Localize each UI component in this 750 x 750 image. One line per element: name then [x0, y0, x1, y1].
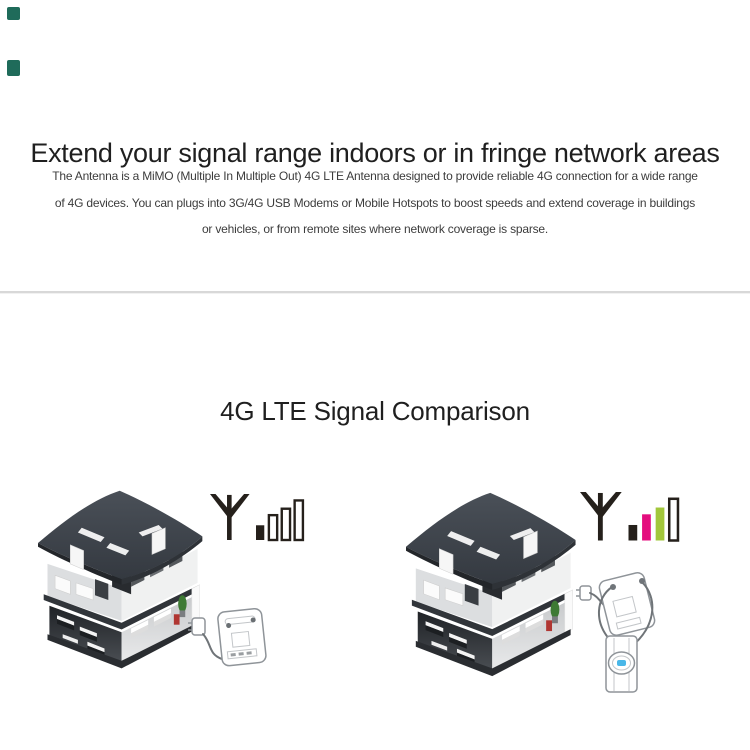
- hero-description-line: of 4G devices. You can plugs into 3G/4G …: [54, 195, 696, 210]
- strong-signal-icon: [580, 492, 680, 542]
- antenna-cable: [631, 581, 654, 647]
- antenna-icon: [210, 494, 250, 540]
- section-divider: [0, 291, 750, 294]
- 4g-logo: [617, 660, 626, 666]
- comparison-panel-strong-signal: [400, 484, 700, 696]
- house-cutaway-illustration: [37, 490, 203, 669]
- power-cable: [202, 633, 223, 660]
- antenna-cable: [597, 586, 613, 641]
- hero-description-line: or vehicles, or from remote sites where …: [201, 222, 549, 236]
- hero-description-line: The Antenna is a MiMO (Multiple In Multi…: [52, 169, 698, 183]
- hero-title: Extend your signal range indoors or in f…: [30, 138, 720, 169]
- signal-bars: [628, 497, 680, 542]
- hero-description: The Antenna is a MiMO (Multiple In Multi…: [0, 163, 750, 243]
- router-with-mimo-antenna-illustration: [576, 572, 656, 693]
- corner-mark-icon: [7, 60, 20, 76]
- house-cutaway-illustration: [405, 492, 577, 677]
- power-plug-icon: [191, 617, 206, 636]
- antenna-icon: [580, 492, 622, 541]
- mimo-antenna-icon: [605, 635, 638, 693]
- modem-router-icon: [217, 608, 267, 667]
- comparison-panel-weak-signal: [30, 484, 330, 696]
- signal-bars: [256, 499, 305, 542]
- usb-modem-router-illustration: [188, 608, 267, 667]
- weak-signal-icon: [210, 494, 305, 542]
- comparison-title: 4G LTE Signal Comparison: [220, 395, 530, 426]
- corner-mark-icon: [7, 7, 20, 20]
